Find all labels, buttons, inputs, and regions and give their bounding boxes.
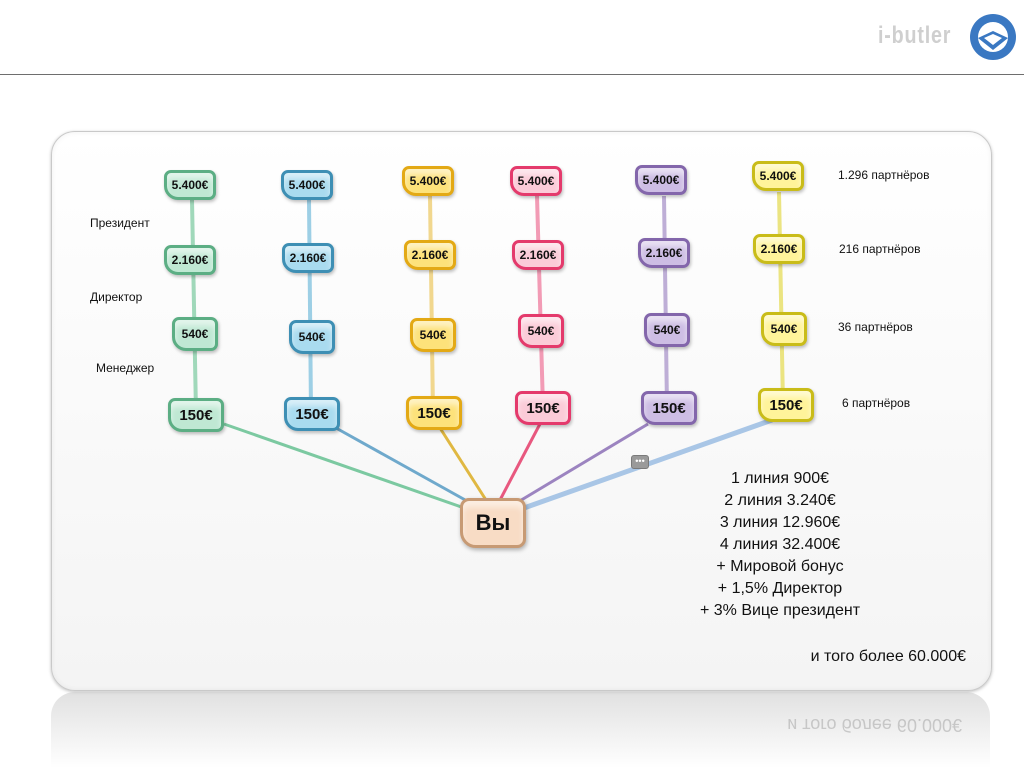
node-yellow-level-1: 150€ — [406, 396, 462, 430]
node-pink-level-2: 540€ — [518, 314, 564, 348]
node-yellow-level-3: 2.160€ — [404, 240, 456, 270]
partners-level-1: 6 партнёров — [842, 396, 911, 410]
node-blue-level-2: 540€ — [289, 320, 335, 354]
branch-line-green — [223, 422, 471, 512]
branch-line-purple — [517, 422, 649, 504]
reflection-total: и того более 60.000€ — [787, 715, 962, 735]
node-pink-level-3: 2.160€ — [512, 240, 564, 270]
node-yellow-level-2: 540€ — [410, 318, 456, 352]
partners-level-3: 216 партнёров — [839, 242, 921, 256]
column-line-blue — [307, 199, 313, 414]
branch-line-pink — [498, 421, 543, 501]
ellipsis-connector-icon[interactable]: ••• — [631, 455, 649, 469]
summary-line: + Мировой бонус — [716, 558, 844, 575]
node-blue-level-3: 2.160€ — [282, 243, 334, 273]
summary-line: + 1,5% Директор — [717, 580, 843, 597]
node-purple-level-2: 540€ — [644, 313, 690, 347]
node-purple-level-4: 5.400€ — [635, 165, 687, 195]
summary-line: 3 линия 12.960€ — [719, 514, 841, 531]
node-lemon-level-3: 2.160€ — [753, 234, 805, 264]
node-pink-level-1: 150€ — [515, 391, 571, 425]
node-green-level-3: 2.160€ — [164, 245, 216, 275]
node-pink-level-4: 5.400€ — [510, 166, 562, 196]
rank-director: Директор — [90, 290, 143, 304]
total-earnings: и того более 60.000€ — [810, 648, 966, 665]
summary-line: 4 линия 32.400€ — [719, 536, 841, 553]
node-blue-level-4: 5.400€ — [281, 170, 333, 200]
node-lemon-level-2: 540€ — [761, 312, 807, 346]
brand-name: i-butler — [878, 22, 952, 49]
node-green-level-2: 540€ — [172, 317, 218, 351]
rank-president: Президент — [90, 216, 150, 230]
node-purple-level-3: 2.160€ — [638, 238, 690, 268]
partners-level-4: 1.296 партнёров — [838, 168, 930, 182]
node-purple-level-1: 150€ — [641, 391, 697, 425]
branch-line-yellow — [438, 427, 488, 501]
root-node-you: Вы — [460, 498, 526, 548]
column-line-yellow — [428, 195, 435, 414]
node-green-level-1: 150€ — [168, 398, 224, 432]
earnings-summary: 1 линия 900€ 2 линия 3.240€ 3 линия 12.9… — [672, 468, 888, 622]
node-lemon-level-1: 150€ — [758, 388, 814, 422]
rank-manager: Менеджер — [96, 361, 155, 375]
branch-line-blue — [335, 426, 477, 508]
card-reflection: и того более 60.000€ — [51, 692, 990, 768]
column-line-green — [190, 199, 198, 414]
summary-line: 2 линия 3.240€ — [724, 492, 836, 509]
partners-level-2: 36 партнёров — [838, 320, 913, 334]
column-line-lemon — [777, 191, 785, 406]
i-butler-logo-icon — [970, 14, 1016, 60]
node-green-level-4: 5.400€ — [164, 170, 216, 200]
slide-header: i-butler — [0, 0, 1024, 75]
node-yellow-level-4: 5.400€ — [402, 166, 454, 196]
node-lemon-level-4: 5.400€ — [752, 161, 804, 191]
summary-line: + 3% Вице президент — [699, 602, 861, 619]
node-blue-level-1: 150€ — [284, 397, 340, 431]
summary-line: 1 линия 900€ — [730, 470, 830, 487]
column-line-pink — [535, 195, 545, 409]
column-line-purple — [662, 195, 669, 409]
